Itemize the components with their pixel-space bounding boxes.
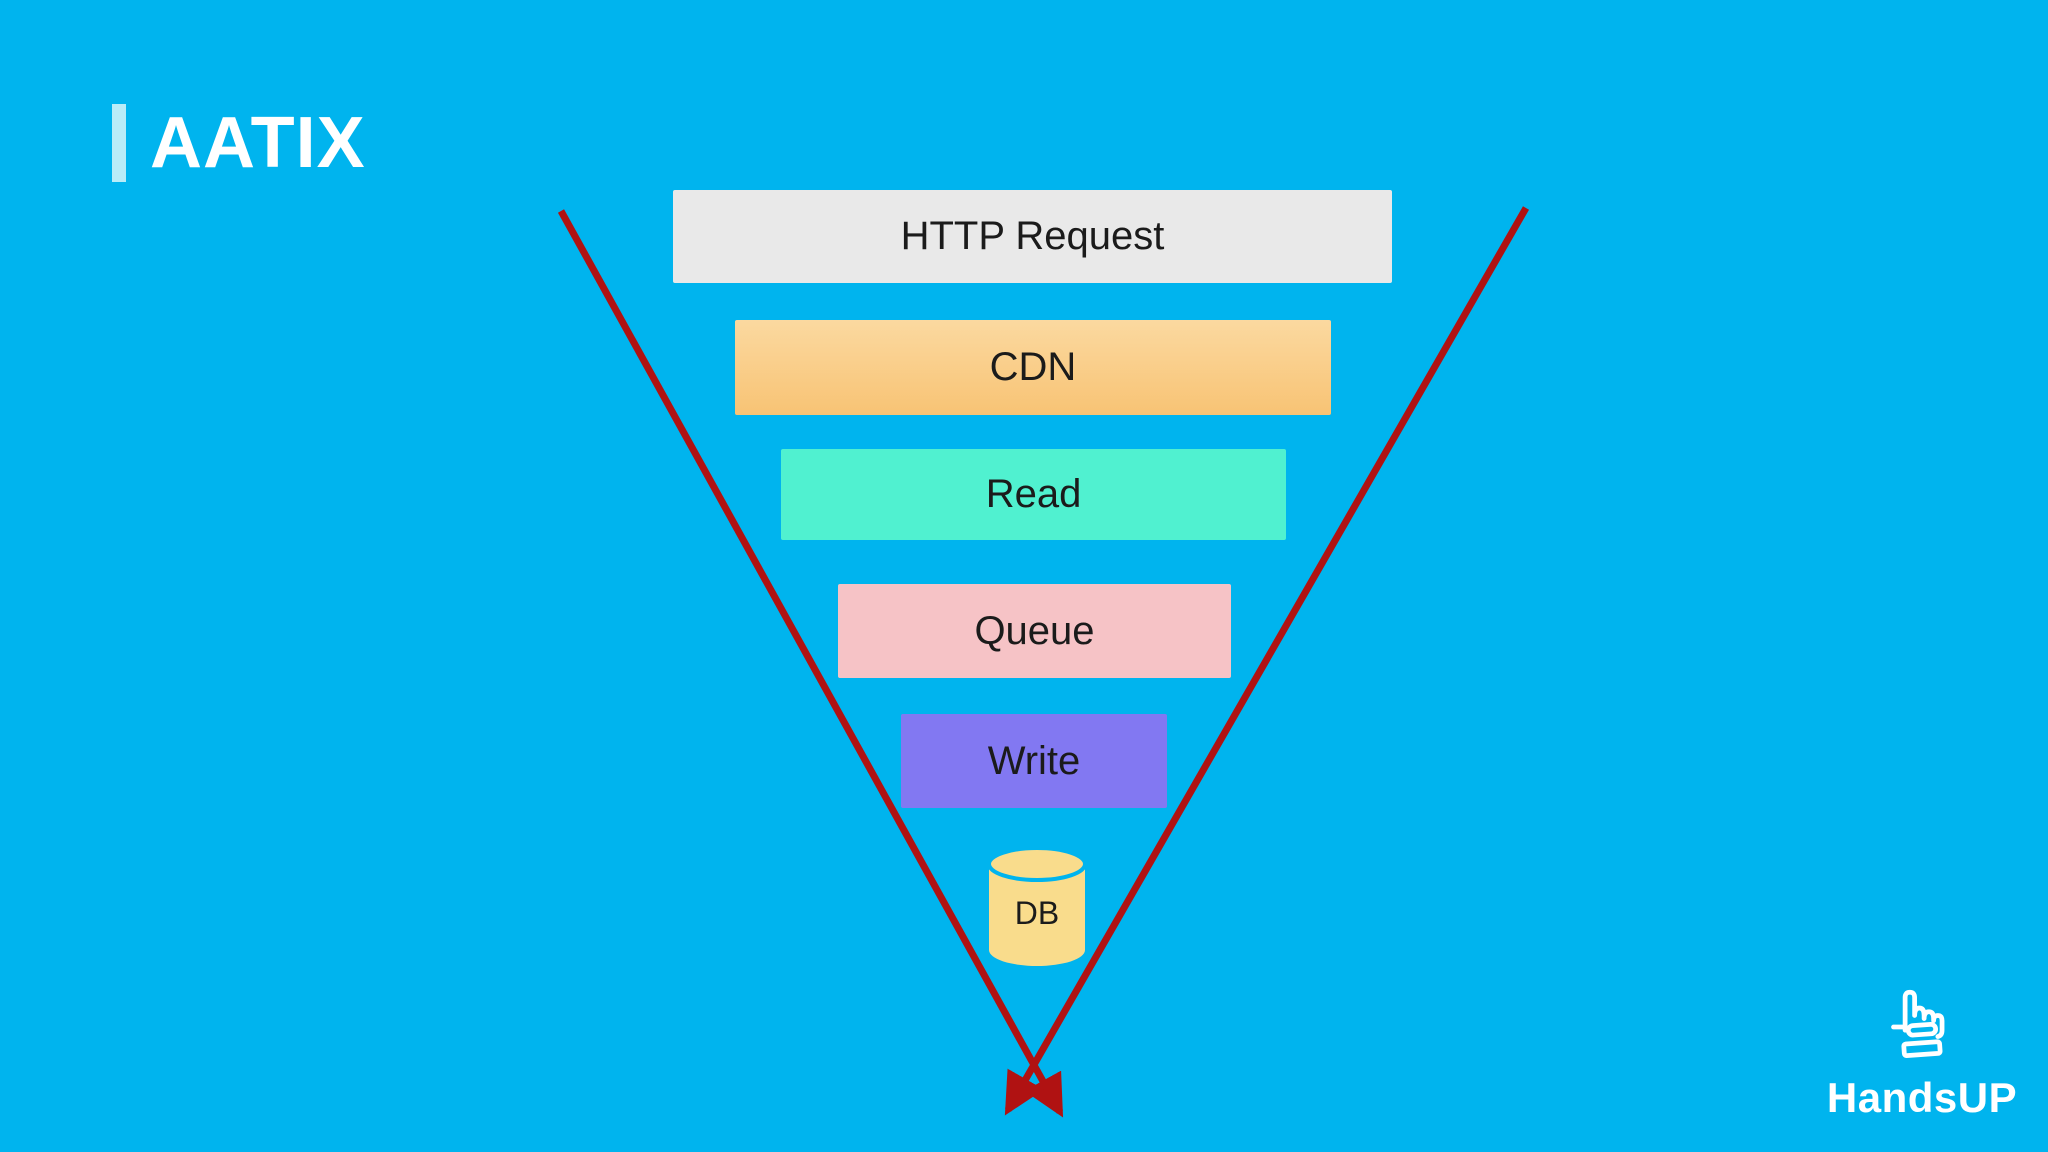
handsup-logo: HandsUP [1827, 988, 2017, 1122]
funnel-layer-label: Read [985, 472, 1082, 516]
page-title: AATIX [150, 103, 366, 183]
funnel-layer-cdn: CDN [735, 320, 1331, 415]
title-accent-bar [112, 104, 126, 182]
funnel-layer-read: Read [781, 449, 1286, 540]
funnel-layer-http-request: HTTP Request [673, 190, 1392, 283]
funnel-layer-label: Write [987, 738, 1081, 783]
database-cylinder-icon: DB [987, 846, 1087, 966]
funnel-layer-label: HTTP Request [900, 214, 1165, 258]
funnel-layer-queue: Queue [838, 584, 1231, 678]
logo-wordmark: HandsUP [1826, 1074, 2018, 1121]
cuff [1901, 1039, 1943, 1058]
database-label: DB [1015, 895, 1059, 931]
hand-outline [1902, 989, 1945, 1039]
hand-pointing-up-icon [1891, 989, 1945, 1058]
thumb-slot [1905, 1021, 1939, 1038]
funnel-layer-label: CDN [989, 345, 1077, 389]
database-top [987, 846, 1087, 882]
funnel-layer-label: Queue [974, 608, 1095, 653]
header: AATIX [112, 104, 366, 182]
funnel-layer-write: Write [901, 714, 1167, 808]
